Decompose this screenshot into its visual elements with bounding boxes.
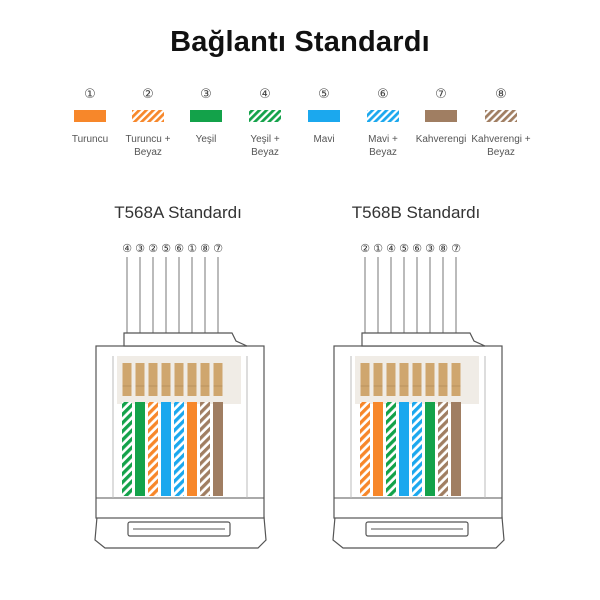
legend-label-line: Turuncu — [71, 134, 109, 145]
legend-label: Yeşil — [168, 133, 244, 146]
legend-label: Yeşil + Beyaz — [227, 133, 303, 159]
legend-label: Mavi + Beyaz — [345, 133, 421, 159]
rj45-connector — [94, 257, 267, 549]
pin-number: ④ — [122, 243, 132, 255]
legend-number: ④ — [259, 86, 271, 101]
copper-contact — [135, 363, 145, 396]
wire-brown-white — [200, 402, 210, 496]
legend-label: Turuncu + Beyaz — [110, 133, 186, 159]
wire-green — [135, 402, 145, 496]
pin-number: ⑤ — [161, 243, 171, 255]
legend-swatch-green-white — [249, 110, 281, 122]
legend-label-line: Yeşil + — [250, 134, 280, 145]
legend-label-line: Yeşil — [195, 134, 217, 145]
legend-number: ⑥ — [377, 86, 389, 101]
pin-number: ⑥ — [174, 243, 184, 255]
legend-swatch-blue — [308, 110, 340, 122]
wire-orange — [187, 402, 197, 496]
legend-label-line: Beyaz — [251, 147, 279, 158]
rj45-connector — [332, 257, 505, 549]
copper-contact — [187, 363, 197, 396]
legend-number: ② — [142, 86, 154, 101]
connector-latch — [123, 332, 248, 347]
copper-contact — [438, 363, 448, 396]
copper-contact — [425, 363, 435, 396]
wire-blue — [399, 402, 409, 496]
copper-contact — [174, 363, 184, 396]
legend-swatch-brown-white — [485, 110, 517, 122]
legend-swatch-orange — [74, 110, 106, 122]
wire-orange — [373, 402, 383, 496]
legend-label: Turuncu — [52, 133, 128, 146]
copper-contact — [451, 363, 461, 396]
copper-contact — [122, 363, 132, 396]
wire-brown — [213, 402, 223, 496]
legend-number: ⑧ — [495, 86, 507, 101]
legend-label-line: Turuncu + — [125, 134, 171, 145]
legend-swatch-orange-white — [132, 110, 164, 122]
legend-label-line: Kahverengi + — [471, 134, 531, 145]
legend-label: Kahverengi + Beyaz — [463, 133, 539, 159]
pin-number: ⑥ — [412, 243, 422, 255]
wire-brown-white — [438, 402, 448, 496]
connector-latch — [361, 332, 486, 347]
pin-number: ⑧ — [200, 243, 210, 255]
pin-number: ⑧ — [438, 243, 448, 255]
legend-number: ⑤ — [318, 86, 330, 101]
copper-contact — [213, 363, 223, 396]
copper-contact — [360, 363, 370, 396]
standard-title: T568A Standardı — [114, 203, 242, 222]
legend-swatch-green — [190, 110, 222, 122]
copper-contact — [200, 363, 210, 396]
wire-blue — [161, 402, 171, 496]
wire-blue-white — [412, 402, 422, 496]
legend-label: Mavi — [286, 133, 362, 146]
pin-number: ④ — [386, 243, 396, 255]
pin-number: ① — [373, 243, 383, 255]
wire-blue-white — [174, 402, 184, 496]
standard-title: T568B Standardı — [351, 203, 481, 222]
wire-orange-white — [360, 402, 370, 496]
legend-label-line: Beyaz — [134, 147, 162, 158]
page-title: Bağlantı Standardı — [170, 26, 430, 58]
legend-label: Kahverengi — [403, 133, 479, 146]
copper-contact — [386, 363, 396, 396]
pin-number: ⑦ — [213, 243, 223, 255]
legend-label-line: Kahverengi — [415, 134, 467, 145]
pin-number: ⑤ — [399, 243, 409, 255]
copper-contact — [373, 363, 383, 396]
wire-green-white — [386, 402, 396, 496]
pin-number: ⑦ — [451, 243, 461, 255]
copper-contact — [161, 363, 171, 396]
pin-number: ① — [187, 243, 197, 255]
legend-label-line: Mavi + — [368, 134, 398, 145]
pin-number: ③ — [135, 243, 145, 255]
pin-number: ③ — [425, 243, 435, 255]
legend-swatch-blue-white — [367, 110, 399, 122]
pin-number: ② — [148, 243, 158, 255]
wire-orange-white — [148, 402, 158, 496]
wire-green-white — [122, 402, 132, 496]
wire-brown — [451, 402, 461, 496]
pin-number: ② — [360, 243, 370, 255]
legend-number: ① — [84, 86, 96, 101]
legend-number: ⑦ — [435, 86, 447, 101]
legend-label-line: Beyaz — [487, 147, 515, 158]
copper-contact — [399, 363, 409, 396]
copper-contact — [148, 363, 158, 396]
wire-green — [425, 402, 435, 496]
legend-label-line: Beyaz — [369, 147, 397, 158]
legend-number: ③ — [200, 86, 212, 101]
legend-swatch-brown — [425, 110, 457, 122]
legend-label-line: Mavi — [313, 134, 335, 145]
copper-contact — [412, 363, 422, 396]
